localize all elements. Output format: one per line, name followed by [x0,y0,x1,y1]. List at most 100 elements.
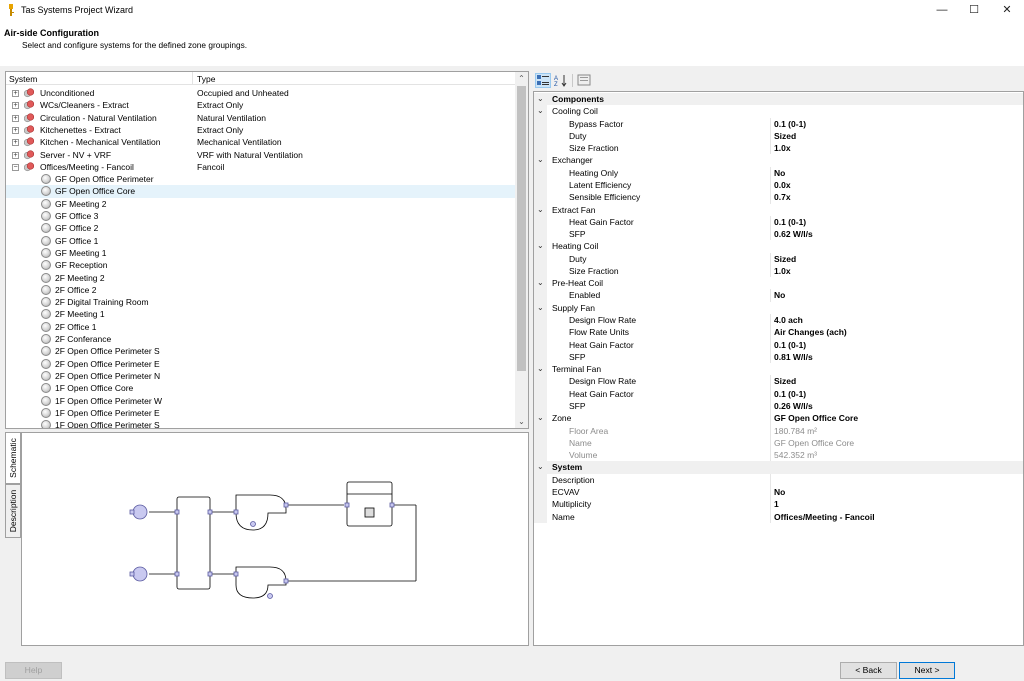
property-row[interactable]: Multiplicity1 [534,498,1023,510]
tree-group-row[interactable]: +Kitchen - Mechanical VentilationMechani… [6,136,517,148]
property-value[interactable]: 1.0x [774,143,791,153]
tree-group-row[interactable]: +Kitchenettes - ExtractExtract Only [6,124,517,136]
property-value[interactable]: Air Changes (ach) [774,327,847,337]
tree-group-row[interactable]: +Server - NV + VRFVRF with Natural Venti… [6,149,517,161]
expand-icon[interactable]: + [12,152,19,159]
category-row[interactable]: ⌄System [534,461,1023,473]
tree-zone-row[interactable]: 1F Open Office Perimeter E [6,407,517,419]
property-row[interactable]: EnabledNo [534,289,1023,301]
chevron-down-icon[interactable]: ⌄ [537,462,544,471]
property-row[interactable]: ECVAVNo [534,486,1023,498]
property-row[interactable]: SFP0.81 W/l/s [534,351,1023,363]
property-value[interactable]: No [774,487,785,497]
property-row[interactable]: Flow Rate UnitsAir Changes (ach) [534,326,1023,338]
property-row[interactable]: DutySized [534,253,1023,265]
property-row[interactable]: Bypass Factor0.1 (0-1) [534,118,1023,130]
chevron-down-icon[interactable]: ⌄ [537,241,544,250]
scroll-thumb[interactable] [517,86,526,371]
property-row[interactable]: Size Fraction1.0x [534,142,1023,154]
property-value[interactable]: 1.0x [774,266,791,276]
tree-zone-row[interactable]: 2F Open Office Perimeter N [6,370,517,382]
tree-zone-row[interactable]: 2F Open Office Perimeter E [6,358,517,370]
property-value[interactable]: 1 [774,499,779,509]
maximize-icon[interactable]: ☐ [957,0,991,20]
subcategory-row[interactable]: ⌄Extract Fan [534,204,1023,216]
tree-zone-row[interactable]: GF Office 1 [6,235,517,247]
column-header-system[interactable]: System [9,74,37,84]
tree-zone-row[interactable]: GF Meeting 1 [6,247,517,259]
property-row[interactable]: Heat Gain Factor0.1 (0-1) [534,216,1023,228]
tree-zone-row[interactable]: 2F Meeting 2 [6,272,517,284]
property-value[interactable]: Sized [774,376,796,386]
property-grid[interactable]: ⌄Components⌄Cooling CoilBypass Factor0.1… [533,91,1024,646]
property-row[interactable]: Sensible Efficiency0.7x [534,191,1023,203]
tree-zone-row[interactable]: GF Open Office Core [6,185,517,197]
chevron-down-icon[interactable]: ⌄ [537,155,544,164]
tree-zone-row[interactable]: 2F Office 2 [6,284,517,296]
chevron-down-icon[interactable]: ⌄ [537,94,544,103]
back-button[interactable]: < Back [840,662,897,679]
tree-zone-row[interactable]: 2F Meeting 1 [6,308,517,320]
tree-zone-row[interactable]: GF Open Office Perimeter [6,173,517,185]
property-value[interactable]: 0.26 W/l/s [774,401,813,411]
tree-group-row[interactable]: +WCs/Cleaners - ExtractExtract Only [6,99,517,111]
close-icon[interactable]: ✕ [990,0,1024,20]
chevron-down-icon[interactable]: ⌄ [537,364,544,373]
tab-schematic[interactable]: Schematic [5,432,21,484]
expand-icon[interactable]: + [12,102,19,109]
property-value[interactable]: 4.0 ach [774,315,803,325]
tree-zone-row[interactable]: GF Office 2 [6,222,517,234]
property-value[interactable]: No [774,168,785,178]
tree-group-row[interactable]: +UnconditionedOccupied and Unheated [6,87,517,99]
tree-zone-row[interactable]: GF Office 3 [6,210,517,222]
chevron-down-icon[interactable]: ⌄ [537,106,544,115]
property-value[interactable]: 0.1 (0-1) [774,217,806,227]
column-divider[interactable] [192,72,193,85]
help-button[interactable]: Help [5,662,62,679]
expand-icon[interactable]: + [12,127,19,134]
tree-zone-row[interactable]: 1F Open Office Perimeter S [6,419,517,429]
subcategory-row[interactable]: ⌄Cooling Coil [534,105,1023,117]
next-button[interactable]: Next > [899,662,955,679]
property-row[interactable]: SFP0.26 W/l/s [534,400,1023,412]
column-header-type[interactable]: Type [197,74,215,84]
collapse-icon[interactable]: − [12,164,19,171]
property-value[interactable]: 0.1 (0-1) [774,119,806,129]
property-value[interactable]: 0.1 (0-1) [774,389,806,399]
property-row[interactable]: Latent Efficiency0.0x [534,179,1023,191]
property-row[interactable]: SFP0.62 W/l/s [534,228,1023,240]
tree-zone-row[interactable]: 2F Office 1 [6,321,517,333]
property-value[interactable]: 0.81 W/l/s [774,352,813,362]
tree-zone-row[interactable]: 2F Open Office Perimeter S [6,345,517,357]
subcategory-row[interactable]: ⌄Pre-Heat Coil [534,277,1023,289]
tree-scrollbar[interactable]: ⌃ ⌄ [515,72,528,428]
tab-description[interactable]: Description [5,484,21,538]
scroll-up-icon[interactable]: ⌃ [515,72,528,85]
property-row[interactable]: DutySized [534,130,1023,142]
tree-zone-row[interactable]: 2F Digital Training Room [6,296,517,308]
subcategory-row[interactable]: ⌄Exchanger [534,154,1023,166]
expand-icon[interactable]: + [12,139,19,146]
property-value[interactable]: No [774,290,785,300]
subcategory-row[interactable]: ⌄Heating Coil [534,240,1023,252]
system-tree[interactable]: System Type +UnconditionedOccupied and U… [5,71,529,429]
tree-zone-row[interactable]: 2F Conferance [6,333,517,345]
property-value[interactable]: 0.62 W/l/s [774,229,813,239]
property-value[interactable]: 0.7x [774,192,791,202]
subcategory-row[interactable]: ⌄ZoneGF Open Office Core [534,412,1023,424]
alphabetical-sort-icon[interactable]: AZ [553,73,569,88]
property-value[interactable]: Sized [774,131,796,141]
chevron-down-icon[interactable]: ⌄ [537,205,544,214]
property-value[interactable]: Offices/Meeting - Fancoil [774,512,875,522]
tree-group-row[interactable]: +Circulation - Natural VentilationNatura… [6,112,517,124]
property-row[interactable]: Size Fraction1.0x [534,265,1023,277]
subcategory-row[interactable]: ⌄Terminal Fan [534,363,1023,375]
property-row[interactable]: Design Flow RateSized [534,375,1023,387]
tree-zone-row[interactable]: GF Meeting 2 [6,198,517,210]
chevron-down-icon[interactable]: ⌄ [537,303,544,312]
expand-icon[interactable]: + [12,90,19,97]
property-value[interactable]: 0.0x [774,180,791,190]
minimize-icon[interactable]: — [925,0,959,20]
tree-zone-row[interactable]: 1F Open Office Perimeter W [6,395,517,407]
property-row[interactable]: Description [534,474,1023,486]
